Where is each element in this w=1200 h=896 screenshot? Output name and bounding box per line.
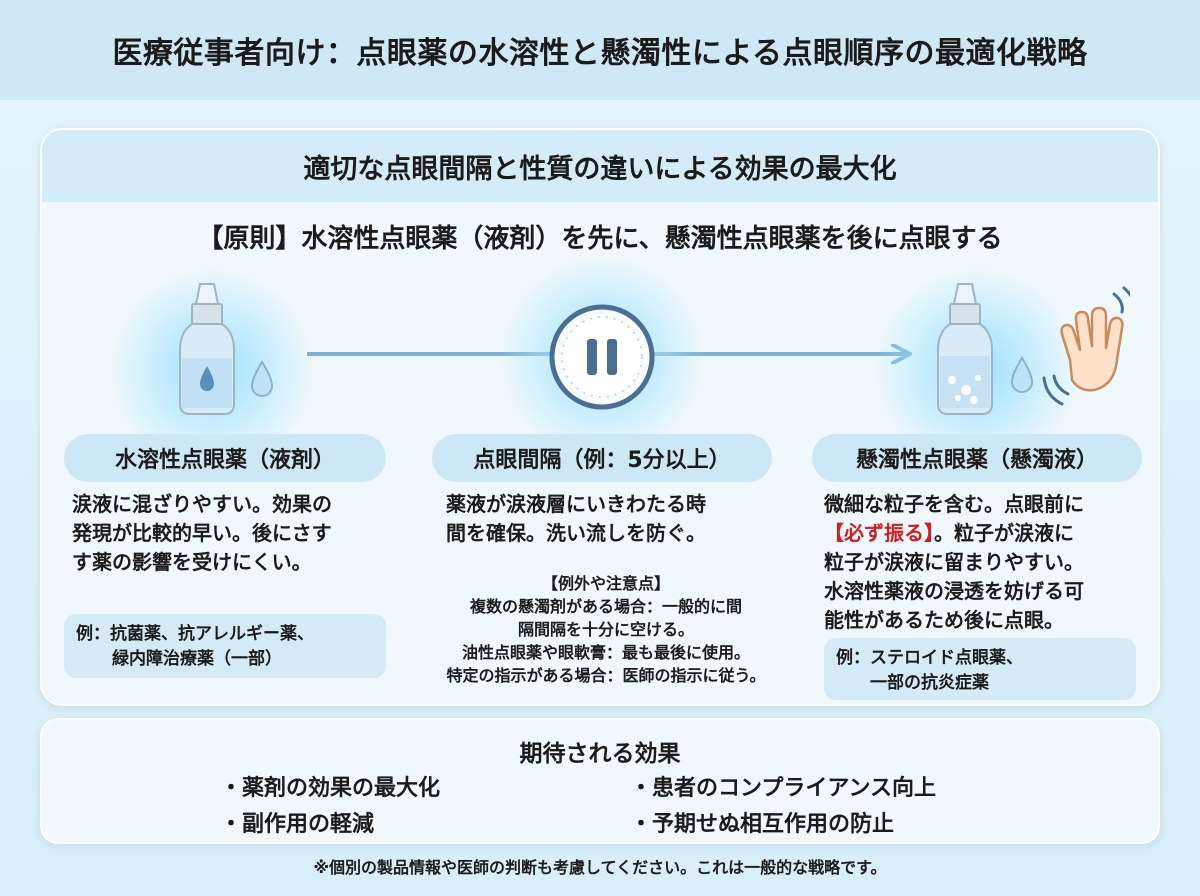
expected-effects-card: 期待される効果 ・薬剤の効果の最大化 ・患者のコンプライアンス向上 ・副作用の軽…	[40, 718, 1160, 844]
caution-notes: 【例外や注意点】 複数の懸濁剤がある場合：一般的に間 隔間隔を十分に空ける。 油…	[406, 572, 806, 687]
interval-header: 点眼間隔（例：5分以上）	[432, 434, 772, 482]
principle-statement: 【原則】水溶性点眼薬（液剤）を先に、懸濁性点眼薬を後に点眼する	[197, 224, 1003, 254]
timer-pause-icon	[549, 304, 655, 410]
effect-item: ・予期せぬ相互作用の防止	[630, 812, 895, 837]
effect-item: ・薬剤の効果の最大化	[220, 776, 441, 801]
title-bar: 医療従事者向け：点眼薬の水溶性と懸濁性による点眼順序の最適化戦略	[0, 0, 1200, 100]
suspension-examples: 例：ステロイド点眼薬、 一部の抗炎症薬	[824, 638, 1136, 700]
suspension-header: 懸濁性点眼薬（懸濁液）	[812, 434, 1142, 482]
page-title: 医療従事者向け：点眼薬の水溶性と懸濁性による点眼順序の最適化戦略	[112, 36, 1088, 71]
water-soluble-examples: 例：抗菌薬、抗アレルギー薬、 緑内障治療薬（一部）	[64, 614, 386, 678]
footnote: ※個別の製品情報や医師の判断も考慮してください。これは一般的な戦略です。	[313, 858, 887, 877]
solution-bottle-icon	[179, 283, 274, 415]
strategy-card-header: 適切な点眼間隔と性質の違いによる効果の最大化	[42, 130, 1158, 202]
strategy-card: 適切な点眼間隔と性質の違いによる効果の最大化 【原則】水溶性点眼薬（液剤）を先に…	[40, 128, 1160, 706]
strategy-heading: 適切な点眼間隔と性質の違いによる効果の最大化	[303, 153, 897, 185]
shake-warning: 【必ず振る】	[824, 521, 934, 545]
effect-item: ・副作用の軽減	[220, 812, 375, 837]
water-soluble-description: 涙液に混ざりやすい。効果の 発現が比較的早い。後にさす す薬の影響を受けにくい。	[72, 492, 332, 574]
interval-description: 薬液が涙液層にいきわたる時 間を確保。洗い流しを防ぐ。	[446, 492, 706, 545]
suspension-description: 微細な粒子を含む。点眼前に 【必ず振る】。粒子が涙液に 粒子が涙液に留まりやすい…	[824, 492, 1084, 632]
effect-item: ・患者のコンプライアンス向上	[630, 776, 937, 801]
caution-title: 【例外や注意点】	[541, 574, 670, 593]
suspension-bottle-icon	[937, 283, 1130, 415]
water-soluble-header: 水溶性点眼薬（液剤）	[64, 434, 386, 482]
effects-title: 期待される効果	[519, 741, 681, 767]
shaking-hand-icon	[1042, 286, 1130, 406]
